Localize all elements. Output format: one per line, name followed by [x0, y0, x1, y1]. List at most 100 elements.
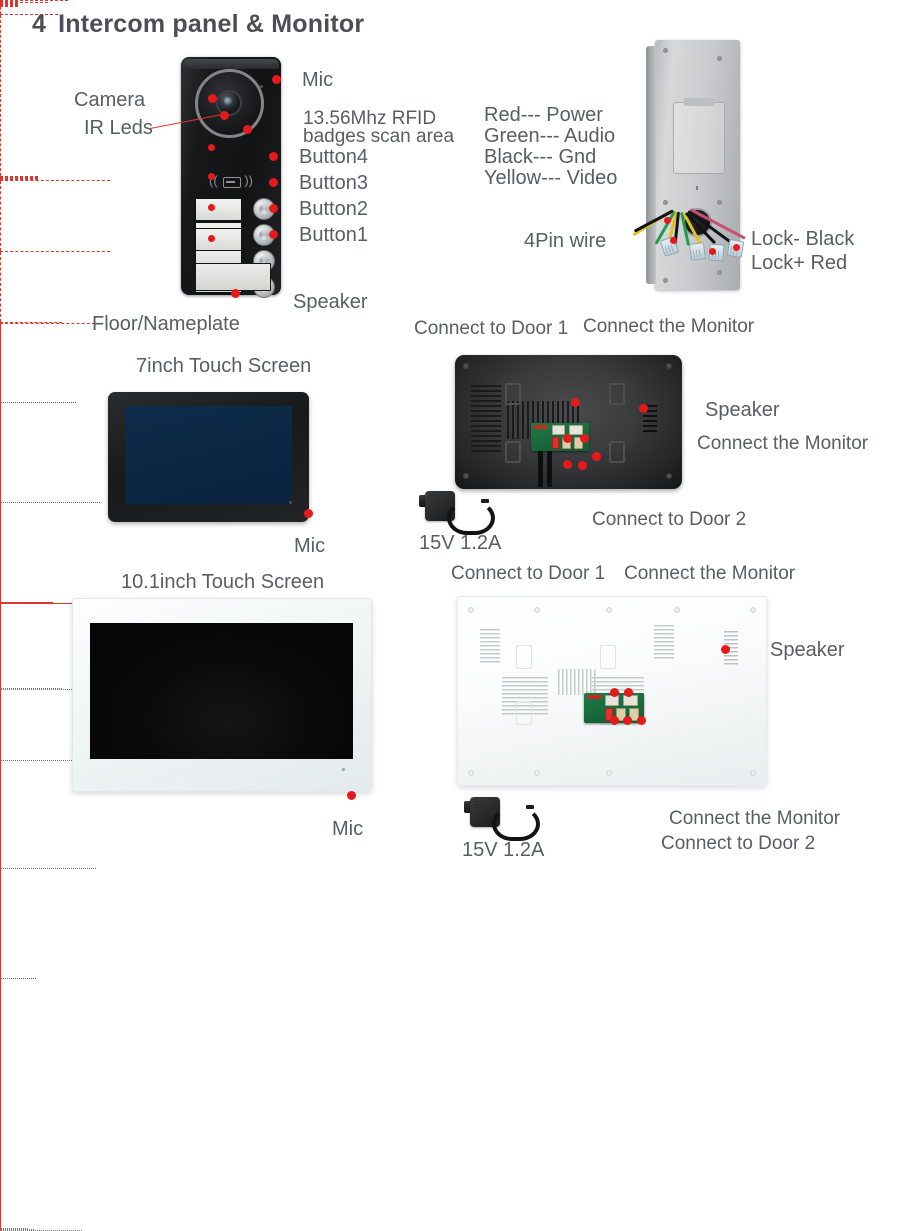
- speaker-grille: [195, 263, 271, 291]
- monitor-7inch-back: [455, 355, 682, 489]
- power-adapter-7inch: [419, 483, 495, 535]
- camera-ring: [195, 69, 264, 138]
- wall-bracket-br: [609, 441, 625, 463]
- label-7inch-screen: 7inch Touch Screen: [136, 355, 312, 377]
- pcb10-header-mid[interactable]: [616, 708, 626, 721]
- back-speaker-grille: [643, 405, 657, 435]
- callout-dot-7b-door2a: [563, 460, 572, 469]
- back-screw-tl: [463, 363, 469, 369]
- wback-screw-bl: [468, 770, 474, 776]
- leader-7b-door2-v2: [0, 649, 910, 688]
- pcb-header-monitor-right[interactable]: [574, 437, 583, 449]
- wback-vent-far-right: [654, 625, 674, 661]
- adapter-tip-10: [526, 805, 534, 809]
- power-adapter-10inch: [464, 789, 540, 841]
- leader-nameplate-4: [0, 176, 38, 177]
- wback-vent-left-2: [520, 677, 548, 715]
- wall-bracket-w-tl: [516, 645, 532, 669]
- wback-screw-br: [750, 770, 756, 776]
- legend-power: Red--- Power: [484, 104, 603, 126]
- pcb10-header-monitor-bottom[interactable]: [629, 708, 639, 721]
- callout-dot-nameplate-4: [208, 144, 215, 151]
- callout-dot-7b-speaker-grille: [639, 404, 648, 413]
- callout-dot-camera: [208, 94, 217, 103]
- pcb-red-strip: [534, 425, 548, 429]
- leader-10b-door1-v: [0, 761, 910, 868]
- wback-screw-bm2: [606, 770, 612, 776]
- label-7b-speaker: Speaker: [705, 399, 780, 421]
- leader-speaker-v: [0, 7, 910, 14]
- callout-dot-speaker-panel: [231, 289, 240, 298]
- monitor-10inch-mic-hole: [342, 768, 345, 771]
- callout-dot-nameplate-2: [208, 204, 215, 211]
- adapter-tip-7: [481, 499, 489, 503]
- leader-7b-door1-v: [0, 403, 910, 502]
- housing-screw-mr: [717, 200, 722, 205]
- housing-screw-ml: [663, 200, 668, 205]
- label-floor-nameplate: Floor/Nameplate: [92, 313, 240, 335]
- callout-dot-7b-door1: [563, 434, 572, 443]
- callout-dot-7inch-mic: [304, 509, 313, 518]
- legend-video: Yellow--- Video: [484, 167, 618, 189]
- leader-button4: [0, 3, 18, 4]
- leader-7b-door1-h: [0, 402, 76, 403]
- callout-dot-10inch-mic: [347, 791, 356, 800]
- callout-dot-10b-montop: [624, 688, 633, 697]
- leader-nameplate-1: [0, 179, 38, 180]
- label-button2: Button2: [299, 198, 368, 220]
- leader-10inch-v: [0, 690, 910, 740]
- pinbox-mid-1: [0, 322, 62, 323]
- label-7b-door1: Connect to Door 1: [414, 318, 569, 339]
- housing-screw-tl: [663, 48, 668, 53]
- wall-bracket-bl: [505, 441, 521, 463]
- adapter-prong-10: [464, 801, 472, 813]
- rfid-wave-left: ((: [209, 173, 218, 188]
- pcb-header-door1[interactable]: [552, 425, 565, 435]
- label-10inch-screen: 10.1inch Touch Screen: [121, 571, 325, 593]
- wback-screw-tl: [468, 607, 474, 613]
- callout-dot-4pin-b: [670, 237, 677, 244]
- back-vent-left: [471, 385, 501, 453]
- label-7b-monitor-right: Connect the Monitor: [697, 433, 869, 454]
- pcb-header-monitor-top[interactable]: [569, 425, 583, 435]
- housing-recess: [673, 98, 725, 174]
- label-button4: Button4: [299, 146, 368, 168]
- wback-vent-center: [558, 669, 598, 695]
- label-speaker-panel: Speaker: [293, 291, 368, 313]
- pcb10-header-door2[interactable]: [605, 708, 613, 721]
- label-ir-leds: IR Leds: [84, 117, 153, 139]
- pinbox-right: [0, 252, 910, 322]
- label-7inch-mic: Mic: [294, 535, 326, 557]
- label-button3: Button3: [299, 172, 368, 194]
- pcb-header-door2[interactable]: [552, 437, 559, 449]
- nameplate-1: [195, 228, 242, 251]
- housing-screw-tr: [717, 56, 722, 61]
- label-10b-door1: Connect to Door 1: [451, 563, 606, 584]
- label-lock-plus: Lock+ Red: [751, 252, 848, 274]
- monitor-7inch-front: [108, 392, 309, 522]
- label-7b-monitor-top: Connect the Monitor: [583, 316, 755, 337]
- leader-mic-panel: [0, 1, 18, 2]
- monitor-10inch-display[interactable]: [90, 623, 353, 759]
- callout-dot-button1: [269, 230, 278, 239]
- label-10b-monitor-bottom: Connect the Monitor: [669, 808, 841, 829]
- pcb10-header-monitor-top[interactable]: [623, 695, 638, 706]
- monitor-10inch-front: [72, 598, 372, 792]
- callout-dot-10b-door2a: [610, 716, 619, 725]
- connector-plug-2: [688, 242, 707, 261]
- leader-button1: [0, 6, 18, 7]
- leader-button2: [0, 5, 18, 6]
- adapter-body-10: [470, 797, 500, 827]
- monitor-7inch-display[interactable]: [125, 406, 292, 504]
- callout-dot-nameplate-3: [208, 173, 215, 180]
- wback-vent-far-left: [480, 629, 500, 665]
- leader-speaker-h: [0, 14, 58, 15]
- leader-7inch-v: [0, 324, 910, 380]
- nameplate-4: [195, 198, 242, 221]
- callout-dot-nameplate-1: [208, 235, 215, 242]
- callout-dot-10b-door2b: [623, 716, 632, 725]
- leader-7b-montop-v: [0, 503, 910, 602]
- housing-mic-slot: [696, 186, 698, 190]
- callout-dot-button2: [269, 204, 278, 213]
- wback-screw-tm1: [534, 607, 540, 613]
